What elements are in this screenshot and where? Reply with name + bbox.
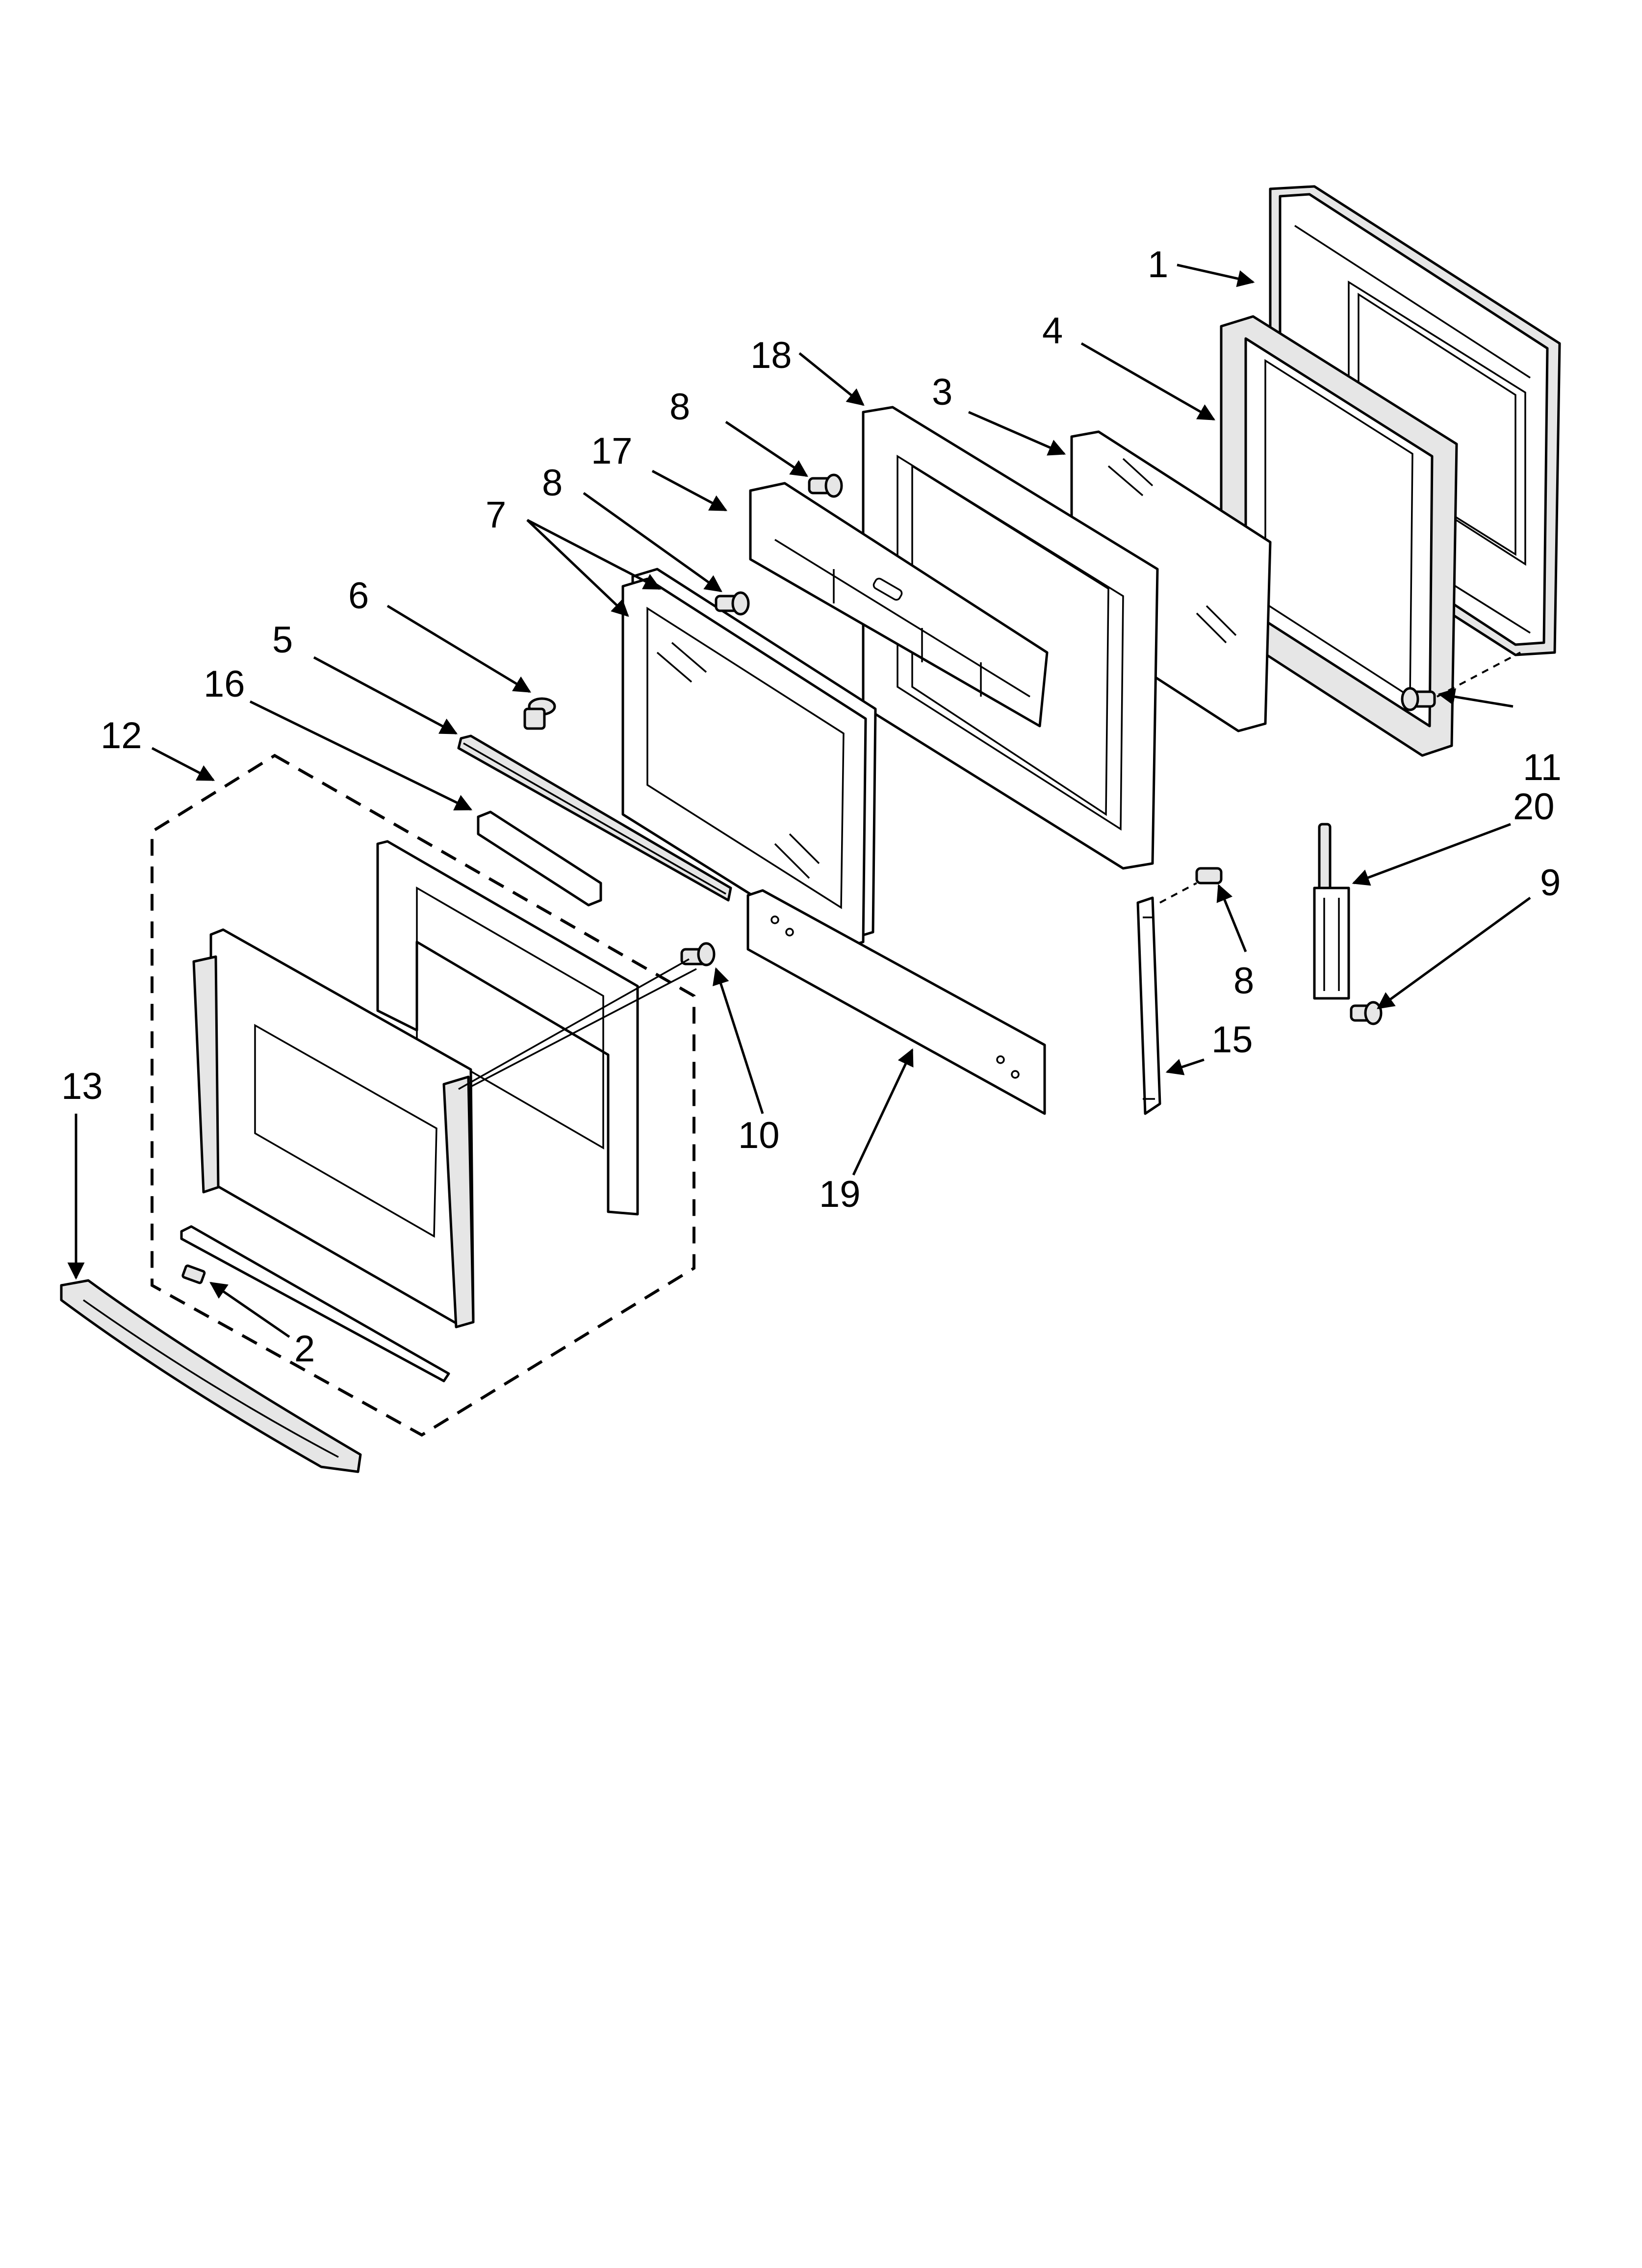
callout-10: 10 bbox=[738, 1115, 780, 1156]
callout-20: 20 bbox=[1513, 786, 1555, 828]
callout-17: 17 bbox=[591, 430, 633, 472]
part-20-hinge bbox=[1313, 823, 1350, 1000]
part-13-handle bbox=[60, 1279, 362, 1473]
part-8-screw-top bbox=[808, 473, 843, 498]
part-6-screw bbox=[523, 697, 556, 730]
part-5-trim-strip bbox=[457, 734, 732, 902]
callout-8: 8 bbox=[1233, 960, 1254, 1002]
callout-2: 2 bbox=[294, 1328, 315, 1370]
callout-8: 8 bbox=[669, 386, 690, 428]
callout-18: 18 bbox=[750, 335, 792, 376]
callout-7: 7 bbox=[486, 494, 506, 536]
callout-labels: 1 4 18 3 8 17 8 7 6 5 16 12 11 20 9 8 15… bbox=[61, 244, 1562, 1370]
callout-1: 1 bbox=[1148, 244, 1168, 286]
part-16-bracket bbox=[477, 810, 602, 907]
callout-8: 8 bbox=[542, 462, 563, 504]
part-10-screw bbox=[680, 942, 716, 966]
part-15-hinge-bracket bbox=[1136, 867, 1223, 1115]
callout-4: 4 bbox=[1042, 310, 1063, 352]
callout-12: 12 bbox=[101, 715, 142, 756]
callout-13: 13 bbox=[61, 1066, 103, 1107]
part-19-lower-bar bbox=[746, 889, 1046, 1115]
part-8-screw-mid bbox=[715, 591, 750, 616]
part-4-door-frame bbox=[1220, 315, 1458, 757]
callout-15: 15 bbox=[1211, 1019, 1253, 1061]
part-12-door-components bbox=[180, 840, 697, 1382]
part-17-baffle bbox=[749, 482, 1049, 728]
part-9-screw bbox=[1350, 1001, 1383, 1025]
callout-3: 3 bbox=[932, 371, 952, 413]
callout-19: 19 bbox=[819, 1173, 861, 1215]
callout-6: 6 bbox=[348, 575, 369, 617]
callout-11: 11 bbox=[1523, 747, 1562, 788]
leader-lines bbox=[67, 263, 1531, 1338]
callout-9: 9 bbox=[1540, 862, 1561, 904]
callout-16: 16 bbox=[204, 663, 245, 705]
part-12-door-assembly-outline bbox=[151, 754, 695, 1437]
callout-5: 5 bbox=[272, 619, 293, 661]
part-7-glass-pane bbox=[621, 568, 877, 951]
